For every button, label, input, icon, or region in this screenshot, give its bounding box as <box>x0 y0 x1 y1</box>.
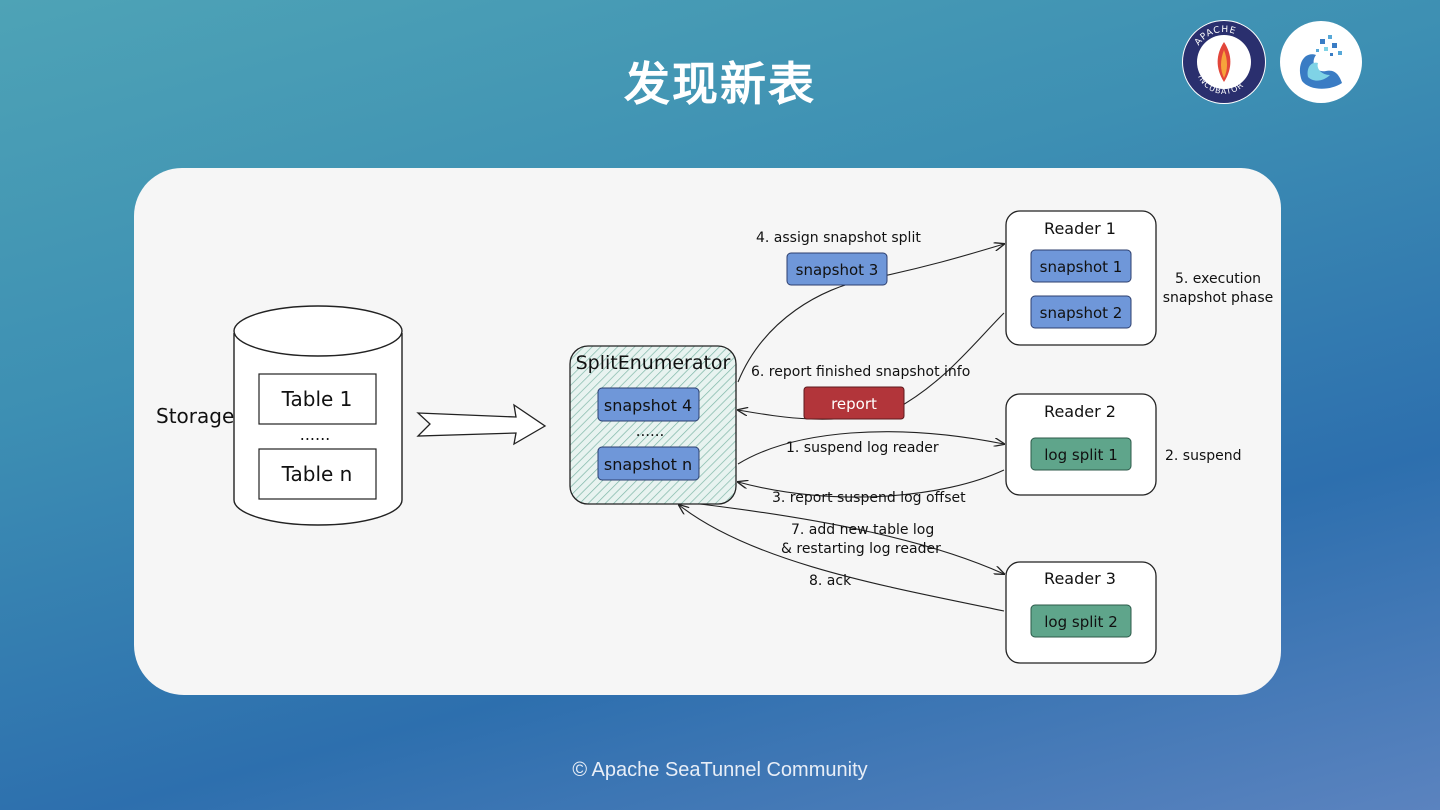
step-5-label-line1: 5. execution <box>1175 271 1261 287</box>
step-8-arrow <box>679 505 1005 612</box>
step-2-label: 2. suspend <box>1165 448 1242 464</box>
step-6-label: 6. report finished snapshot info <box>751 364 970 380</box>
step-3-arrow <box>738 469 1005 498</box>
slide-title: 发现新表 <box>624 57 816 111</box>
report-label: report <box>831 395 877 413</box>
reader-1-title: Reader 1 <box>1044 219 1116 238</box>
diagram-card: Table 1 ...... Table n Storage SplitEnum… <box>134 168 1281 695</box>
apache-incubator-logo: APACHE INCUBATOR <box>1182 20 1266 104</box>
table-n-label: Table n <box>281 462 353 486</box>
log-split-2-label: log split 2 <box>1044 613 1118 631</box>
footer-copyright: © Apache SeaTunnel Community <box>572 759 868 781</box>
storage-label: Storage <box>156 404 234 428</box>
table-n-box <box>258 448 377 500</box>
table-1-label: Table 1 <box>281 387 353 411</box>
cdc-new-table-diagram: Table 1 ...... Table n Storage SplitEnum… <box>156 210 1274 664</box>
enumerator-dots: ...... <box>636 422 665 440</box>
step-3-label: 3. report suspend log offset <box>772 490 966 506</box>
snapshot-2-label: snapshot 2 <box>1040 304 1123 322</box>
seatunnel-wave-icon <box>1299 35 1342 89</box>
snapshot-3-label: snapshot 3 <box>796 261 879 279</box>
snapshot-4-box <box>597 387 700 422</box>
reader-3: Reader 3 log split 2 <box>1005 561 1157 664</box>
step-7-label-line2: & restarting log reader <box>781 541 941 557</box>
reader-2: Reader 2 log split 1 <box>1005 393 1157 496</box>
snapshot-1-box <box>1030 249 1132 283</box>
step-5-label-line2: snapshot phase <box>1163 290 1274 306</box>
reader-3-title: Reader 3 <box>1044 569 1116 588</box>
snapshot-n-label: snapshot n <box>604 455 692 474</box>
log-split-2-box <box>1030 604 1132 638</box>
storage-cylinder: Table 1 ...... Table n <box>233 305 403 526</box>
report-box <box>803 386 905 420</box>
enumerator-title: SplitEnumerator <box>576 352 731 374</box>
step-7-label-line1: 7. add new table log <box>791 522 934 538</box>
step-8-label: 8. ack <box>809 573 852 589</box>
reader-1: Reader 1 snapshot 1 snapshot 2 <box>1005 210 1157 346</box>
step-7-arrow <box>699 503 1004 574</box>
snapshot-1-label: snapshot 1 <box>1040 258 1123 276</box>
snapshot-2-box <box>1030 295 1132 329</box>
table-1-box <box>258 373 377 425</box>
reader-2-title: Reader 2 <box>1044 402 1116 421</box>
storage-to-enumerator-arrow <box>416 403 547 446</box>
step-4-label: 4. assign snapshot split <box>756 230 921 246</box>
log-split-1-label: log split 1 <box>1044 446 1118 464</box>
log-split-1-box <box>1030 437 1132 471</box>
seatunnel-logo <box>1280 21 1362 103</box>
split-enumerator: SplitEnumerator snapshot 4 ...... snapsh… <box>569 345 737 505</box>
snapshot-4-label: snapshot 4 <box>604 396 692 415</box>
snapshot-n-box <box>597 446 700 481</box>
step-1-label: 1. suspend log reader <box>786 440 939 456</box>
step-1-arrow <box>737 431 1004 465</box>
storage-dots: ...... <box>300 425 331 444</box>
snapshot-3-box <box>786 252 888 286</box>
